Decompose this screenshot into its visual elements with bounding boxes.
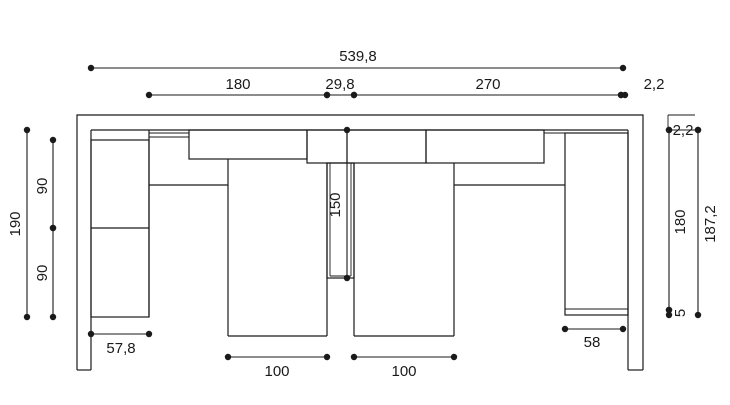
upper-unit-height-label: 90 (34, 178, 51, 195)
dimension-labels: 539,8 180 29,8 270 2,2 2,2 190 90 90 150… (7, 48, 719, 380)
overall-width-label: 539,8 (339, 48, 377, 65)
dim-overall-width (87, 64, 627, 72)
dim-left-depth-end-dot (145, 330, 153, 338)
dim-right-mattress-width-start-dot (350, 353, 358, 361)
dim-left-total-height-end-dot (23, 313, 31, 321)
dim-right-depth (561, 325, 627, 333)
dim-right-offset (617, 91, 629, 99)
center-gap-label: 29,8 (325, 76, 354, 93)
right-storage-column (564, 132, 629, 316)
right-inner-height-label: 180 (672, 209, 689, 234)
right-mattress-width-label: 100 (391, 363, 416, 380)
top-bridge-shelves (149, 129, 565, 164)
dim-left-depth-start-dot (87, 330, 95, 338)
right-depth-label: 58 (584, 334, 601, 351)
dim-center-unit-height (343, 126, 351, 282)
center-unit-height-label: 150 (327, 192, 344, 217)
left-storage-column (90, 130, 150, 318)
dim-right-base-height (665, 306, 673, 319)
dim-left-total-height-start-dot (23, 126, 31, 134)
left-bed (227, 159, 328, 337)
dim-right-depth-end-dot (619, 325, 627, 333)
dim-right-bed-width-start-dot (350, 91, 358, 99)
left-mattress-width-label: 100 (264, 363, 289, 380)
dim-right-total-height-end-dot (694, 311, 702, 319)
outer-frame (76, 114, 644, 371)
dim-right-total-height-start-dot (694, 126, 702, 134)
left-bed-width-label: 180 (225, 76, 250, 93)
dim-right-inner-height-start-dot (665, 126, 673, 134)
dim-lower-unit-height (49, 224, 57, 321)
dim-right-mattress-width (350, 353, 458, 361)
dim-right-total-height (694, 126, 702, 319)
right-bed-width-label: 270 (475, 76, 500, 93)
dim-left-depth (87, 330, 153, 338)
dim-right-base-height-end-dot (665, 311, 673, 319)
right-offset-label: 2,2 (644, 76, 665, 93)
dim-upper-unit-height-start-dot (49, 136, 57, 144)
dim-lower-unit-height-start-dot (49, 224, 57, 232)
lower-unit-height-label: 90 (34, 265, 51, 282)
dim-right-mattress-width-end-dot (450, 353, 458, 361)
dim-left-total-height (23, 126, 31, 321)
dim-right-base-height-start-dot (665, 306, 673, 314)
dim-right-offset-end-dot (621, 91, 629, 99)
dim-overall-width-end-dot (619, 64, 627, 72)
right-total-height-label: 187,2 (702, 205, 719, 243)
dim-center-unit-height-end-dot (343, 274, 351, 282)
left-depth-label: 57,8 (106, 340, 135, 357)
right-bed (353, 163, 455, 337)
dimension-lines (23, 64, 702, 361)
dim-left-mattress-width-start-dot (224, 353, 232, 361)
dim-left-bed-width-start-dot (145, 91, 153, 99)
dim-overall-width-start-dot (87, 64, 95, 72)
left-total-height-label: 190 (7, 211, 24, 236)
center-unit (326, 162, 355, 279)
dim-left-mattress-width-end-dot (323, 353, 331, 361)
dim-center-unit-height-start-dot (343, 126, 351, 134)
dim-center-gap-start-dot (323, 91, 331, 99)
dim-lower-unit-height-end-dot (49, 313, 57, 321)
dim-left-mattress-width (224, 353, 331, 361)
right-base-height-label: 5 (672, 309, 689, 317)
dim-right-depth-start-dot (561, 325, 569, 333)
right-top-offset-label: 2,2 (673, 122, 694, 139)
